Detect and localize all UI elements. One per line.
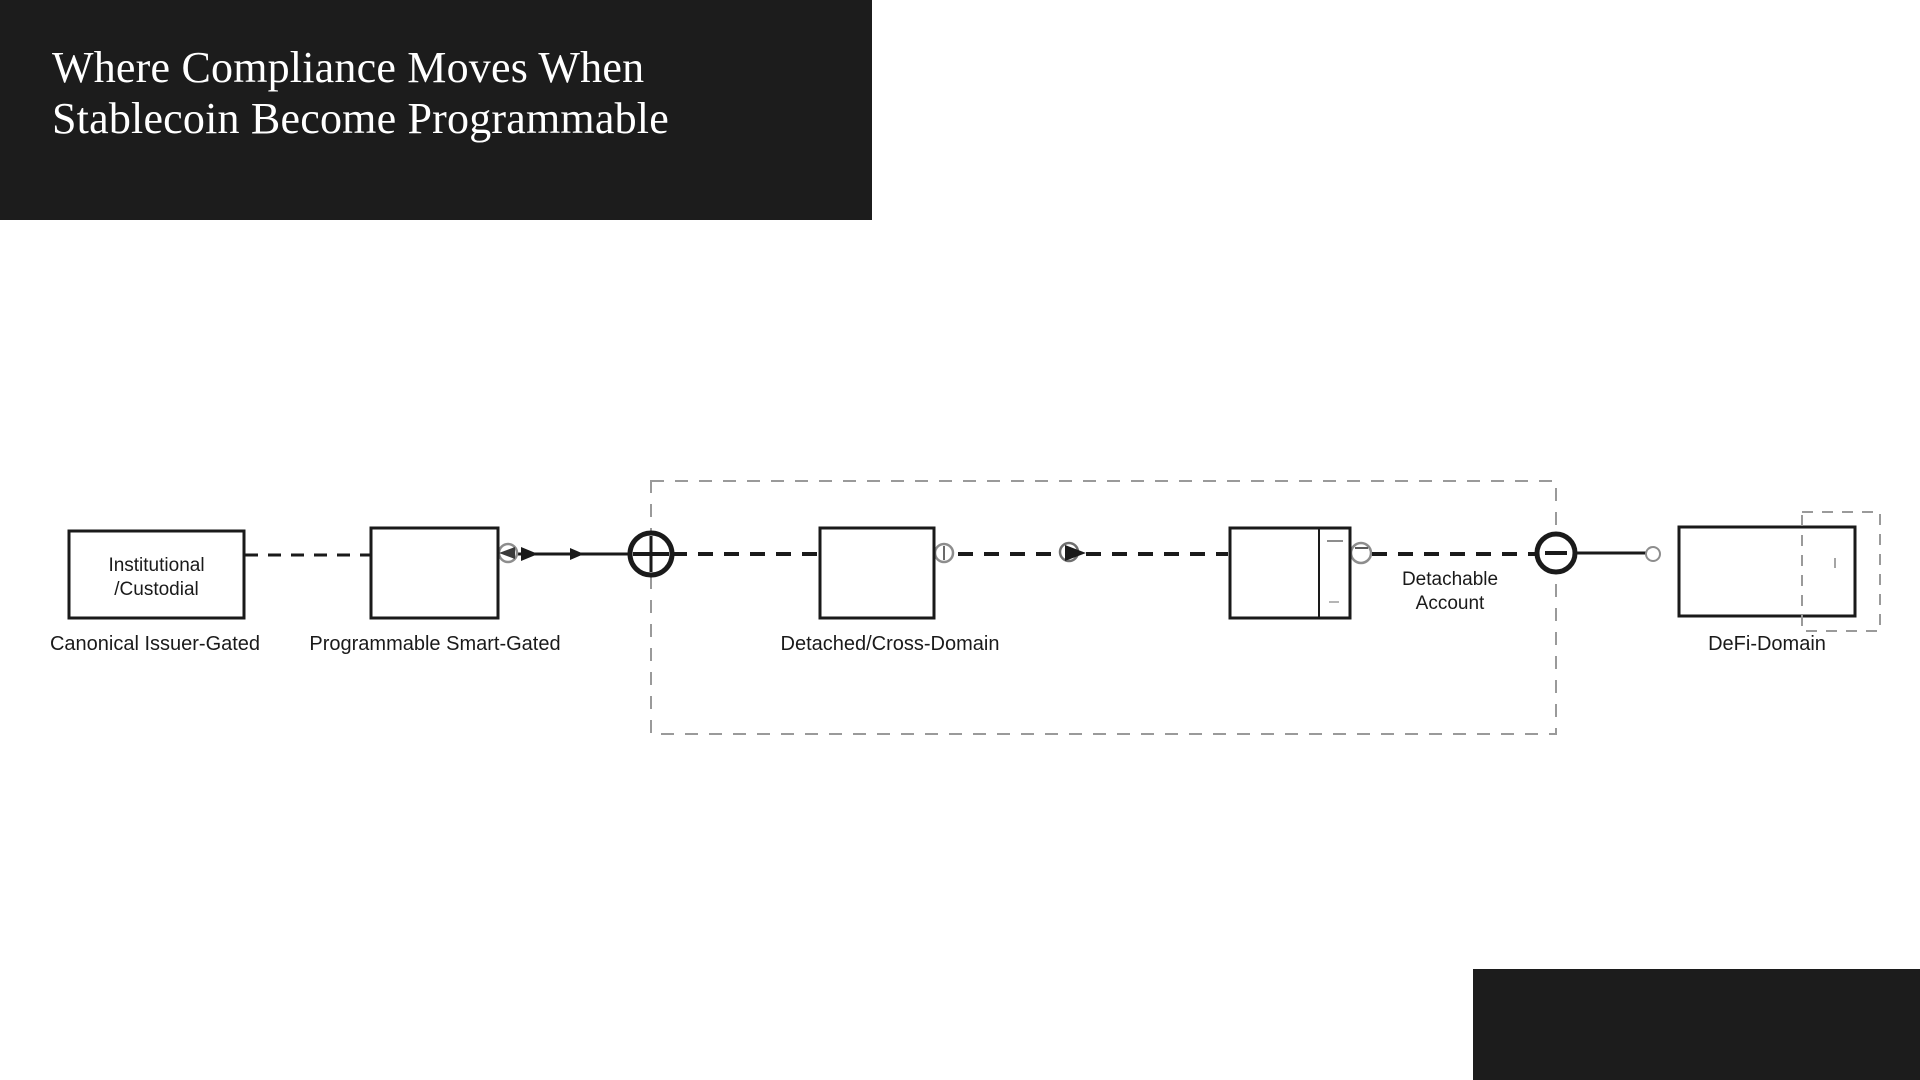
caption-defi-domain: DeFi-Domain [1708, 633, 1826, 655]
caption-canonical-issuer-gated: Canonical Issuer-Gated [49, 633, 261, 655]
page-title: Where Compliance Moves When Stablecoin B… [52, 43, 669, 144]
smartgated-port-arrow [499, 547, 515, 559]
node-detached-cross-domain[interactable] [818, 526, 936, 620]
detachable-account-port-marker [1349, 541, 1373, 565]
arrowhead-smartgated [521, 547, 538, 561]
caption-detached-cross-domain: Detached/Cross-Domain [780, 633, 1000, 655]
cross-domain-hop-arrow [1065, 545, 1086, 561]
node-defi-domain[interactable] [1677, 525, 1857, 618]
node-institutional-custodial[interactable] [67, 529, 246, 620]
title-banner: Where Compliance Moves When Stablecoin B… [0, 0, 872, 220]
node-label-institutional-custodial: Institutional /Custodial [108, 555, 205, 600]
cross-domain-boundary [650, 480, 1557, 735]
label-detachable-account: Detachable Account [1401, 569, 1499, 614]
arrowhead-smartgated-2 [570, 548, 584, 560]
footer-accent-block [1473, 969, 1920, 1080]
defi-port-marker [1645, 546, 1661, 562]
caption-programmable-smart-gated: Programmable Smart-Gated [309, 633, 561, 655]
node-programmable-smart-gated[interactable] [369, 526, 500, 620]
